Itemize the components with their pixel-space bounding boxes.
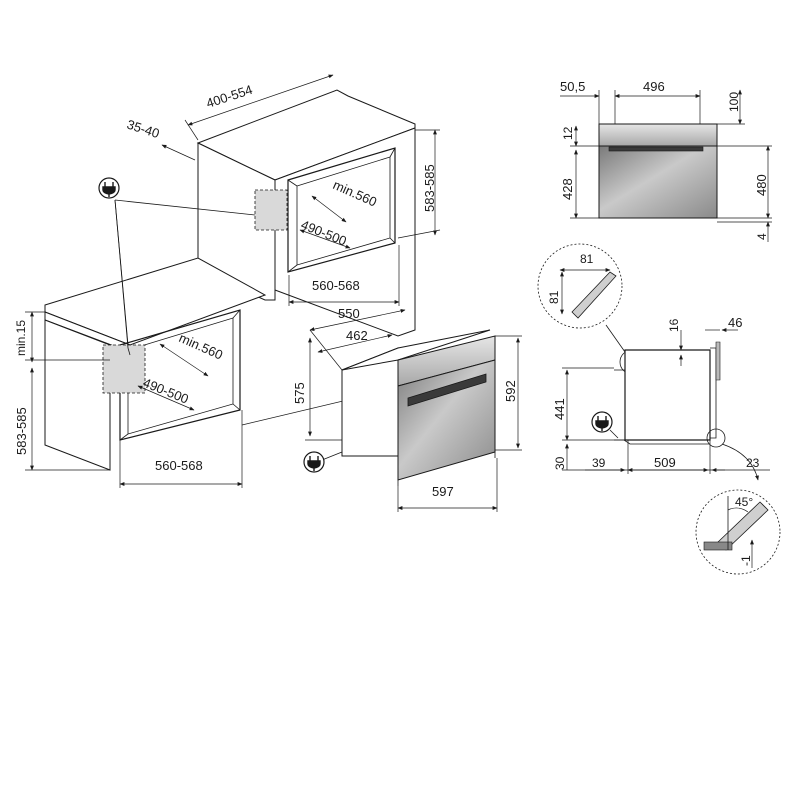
dim-front-bottom: 4 — [755, 233, 769, 240]
front-view — [598, 123, 718, 219]
front-door — [598, 145, 718, 219]
dim-column-height: 583-585 — [422, 164, 437, 212]
dim-oven-width: 597 — [432, 484, 454, 499]
oven-3d — [341, 329, 496, 486]
side-view-dimensions: 16 46 441 30 39 509 23 — [552, 315, 770, 474]
dim-oven-depth-body: 462 — [346, 328, 368, 343]
dim-front-total: 480 — [754, 174, 769, 196]
dim-front-offset: 50,5 — [560, 79, 585, 94]
under-counter-cabinet — [44, 257, 267, 471]
dim-side-height: 441 — [552, 398, 567, 420]
plug-icon — [98, 177, 120, 199]
dim-under-width: 560-568 — [155, 458, 203, 473]
dim-side-depth: 509 — [654, 455, 676, 470]
dim-top-gap: 35-40 — [125, 117, 161, 142]
dim-under-depth: min.560 — [177, 330, 225, 363]
oven-dimensions: 550 462 575 592 597 — [292, 306, 522, 512]
dim-side-back: 23 — [746, 456, 760, 470]
dim-front-inner-width: 496 — [643, 79, 665, 94]
dim-top-recess: 400-554 — [204, 82, 254, 111]
dim-oven-body-height: 575 — [292, 382, 307, 404]
electrical-box — [254, 189, 288, 231]
side-view — [614, 341, 721, 445]
dim-detail-a-height: 81 — [547, 290, 561, 304]
dim-angle: 45° — [735, 495, 753, 509]
door-handle — [407, 373, 487, 407]
dim-side-bottom: 30 — [553, 456, 567, 470]
dim-under-min-gap: min.15 — [14, 320, 28, 356]
electrical-box — [102, 344, 146, 394]
dim-front-top: 100 — [727, 92, 741, 112]
tall-column-cabinet — [196, 89, 416, 337]
dim-oven-depth-total: 550 — [338, 306, 360, 321]
dim-under-inner: 490-500 — [141, 375, 191, 407]
dim-column-width: 560-568 — [312, 278, 360, 293]
detail-b: 45° -1 — [695, 428, 781, 575]
detail-a: 81 81 — [537, 243, 645, 375]
dim-detail-a-width: 81 — [580, 252, 594, 266]
dim-detail-offset: -1 — [739, 555, 753, 566]
dim-front-door: 428 — [560, 178, 575, 200]
plug-icon — [591, 411, 613, 433]
dim-oven-height: 592 — [503, 380, 518, 402]
dim-side-handle: 46 — [728, 315, 742, 330]
dim-under-height: 583-585 — [14, 407, 29, 455]
plug-icon — [303, 451, 325, 473]
dim-side-front: 39 — [592, 456, 606, 470]
dim-front-top-strip: 12 — [561, 126, 575, 140]
front-view-dimensions: 50,5 496 100 12 428 480 4 — [560, 79, 772, 242]
dim-side-top-gap: 16 — [667, 318, 681, 332]
